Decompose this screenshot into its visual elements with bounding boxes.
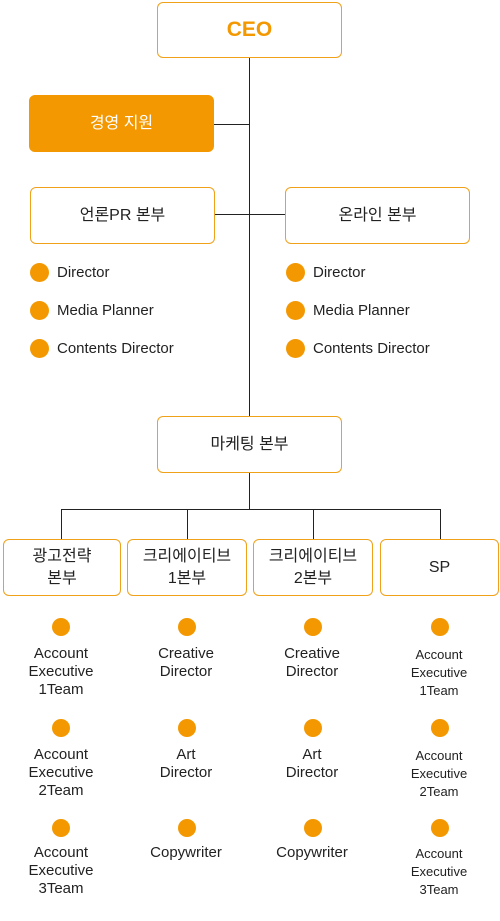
online-role-item: Media Planner <box>286 301 410 320</box>
team-drop-line-4 <box>440 509 441 540</box>
bullet-dot-icon <box>286 263 305 282</box>
bullet-dot-icon <box>431 719 449 737</box>
bullet-dot-icon <box>304 618 322 636</box>
team-box-sp: SP <box>380 539 499 596</box>
bullet-dot-icon <box>30 301 49 320</box>
team-name: 크리에이티브 2본부 <box>268 547 358 587</box>
team-role-label: Creative Director <box>158 645 214 680</box>
pr-role-item: Contents Director <box>30 339 174 358</box>
team-role-label: Account Executive 2Team <box>410 748 468 799</box>
bullet-dot-icon <box>304 819 322 837</box>
bullet-dot-icon <box>286 301 305 320</box>
pr-role-label: Contents Director <box>57 340 174 357</box>
ceo-trunk-line <box>249 57 250 417</box>
team-role-label: Account Executive 3Team <box>28 844 94 897</box>
team-name: 광고전략 본부 <box>32 547 92 587</box>
team-name: 크리에이티브 1본부 <box>142 547 232 587</box>
online-role-label: Contents Director <box>313 340 430 357</box>
team-role-label: Account Executive 2Team <box>28 746 94 799</box>
pr-role-item: Media Planner <box>30 301 154 320</box>
marketing-division-box: 마케팅 본부 <box>157 416 342 473</box>
marketing-down-line <box>249 472 250 509</box>
team-drop-line-2 <box>187 509 188 540</box>
team-role-label: Creative Director <box>284 645 340 680</box>
team-box-creative-1: 크리에이티브 1본부 <box>127 539 247 596</box>
bullet-dot-icon <box>52 618 70 636</box>
team-role-label: Account Executive 1Team <box>410 647 468 698</box>
support-connector-line <box>214 124 250 125</box>
online-division-box: 온라인 본부 <box>285 187 470 244</box>
bullet-dot-icon <box>52 719 70 737</box>
team-role-label: Account Executive 3Team <box>410 846 468 897</box>
online-role-item: Contents Director <box>286 339 430 358</box>
team-role-label: Art Director <box>159 746 213 781</box>
bullet-dot-icon <box>178 719 196 737</box>
bullet-dot-icon <box>304 719 322 737</box>
ceo-box: CEO <box>157 2 342 58</box>
team-name: SP <box>428 558 451 576</box>
team-role-label: Copywriter <box>150 844 222 861</box>
online-role-label: Director <box>313 264 366 281</box>
bullet-dot-icon <box>178 819 196 837</box>
management-support-box: 경영 지원 <box>29 95 214 152</box>
bullet-dot-icon <box>178 618 196 636</box>
bullet-dot-icon <box>52 819 70 837</box>
team-box-ad-strategy: 광고전략 본부 <box>3 539 121 596</box>
team-drop-line-1 <box>61 509 62 540</box>
bullet-dot-icon <box>30 263 49 282</box>
pr-role-label: Media Planner <box>57 302 154 319</box>
team-role-label: Art Director <box>285 746 339 781</box>
team-box-creative-2: 크리에이티브 2본부 <box>253 539 373 596</box>
team-role-label: Copywriter <box>276 844 348 861</box>
bullet-dot-icon <box>431 819 449 837</box>
pr-role-item: Director <box>30 263 110 282</box>
team-role-label: Account Executive 1Team <box>28 645 94 698</box>
pr-division-box: 언론PR 본부 <box>30 187 215 244</box>
bullet-dot-icon <box>30 339 49 358</box>
bullet-dot-icon <box>431 618 449 636</box>
pr-role-label: Director <box>57 264 110 281</box>
division-connector-line <box>214 214 286 215</box>
online-role-item: Director <box>286 263 366 282</box>
team-drop-line-3 <box>313 509 314 540</box>
online-role-label: Media Planner <box>313 302 410 319</box>
bullet-dot-icon <box>286 339 305 358</box>
team-bus-line <box>61 509 441 510</box>
